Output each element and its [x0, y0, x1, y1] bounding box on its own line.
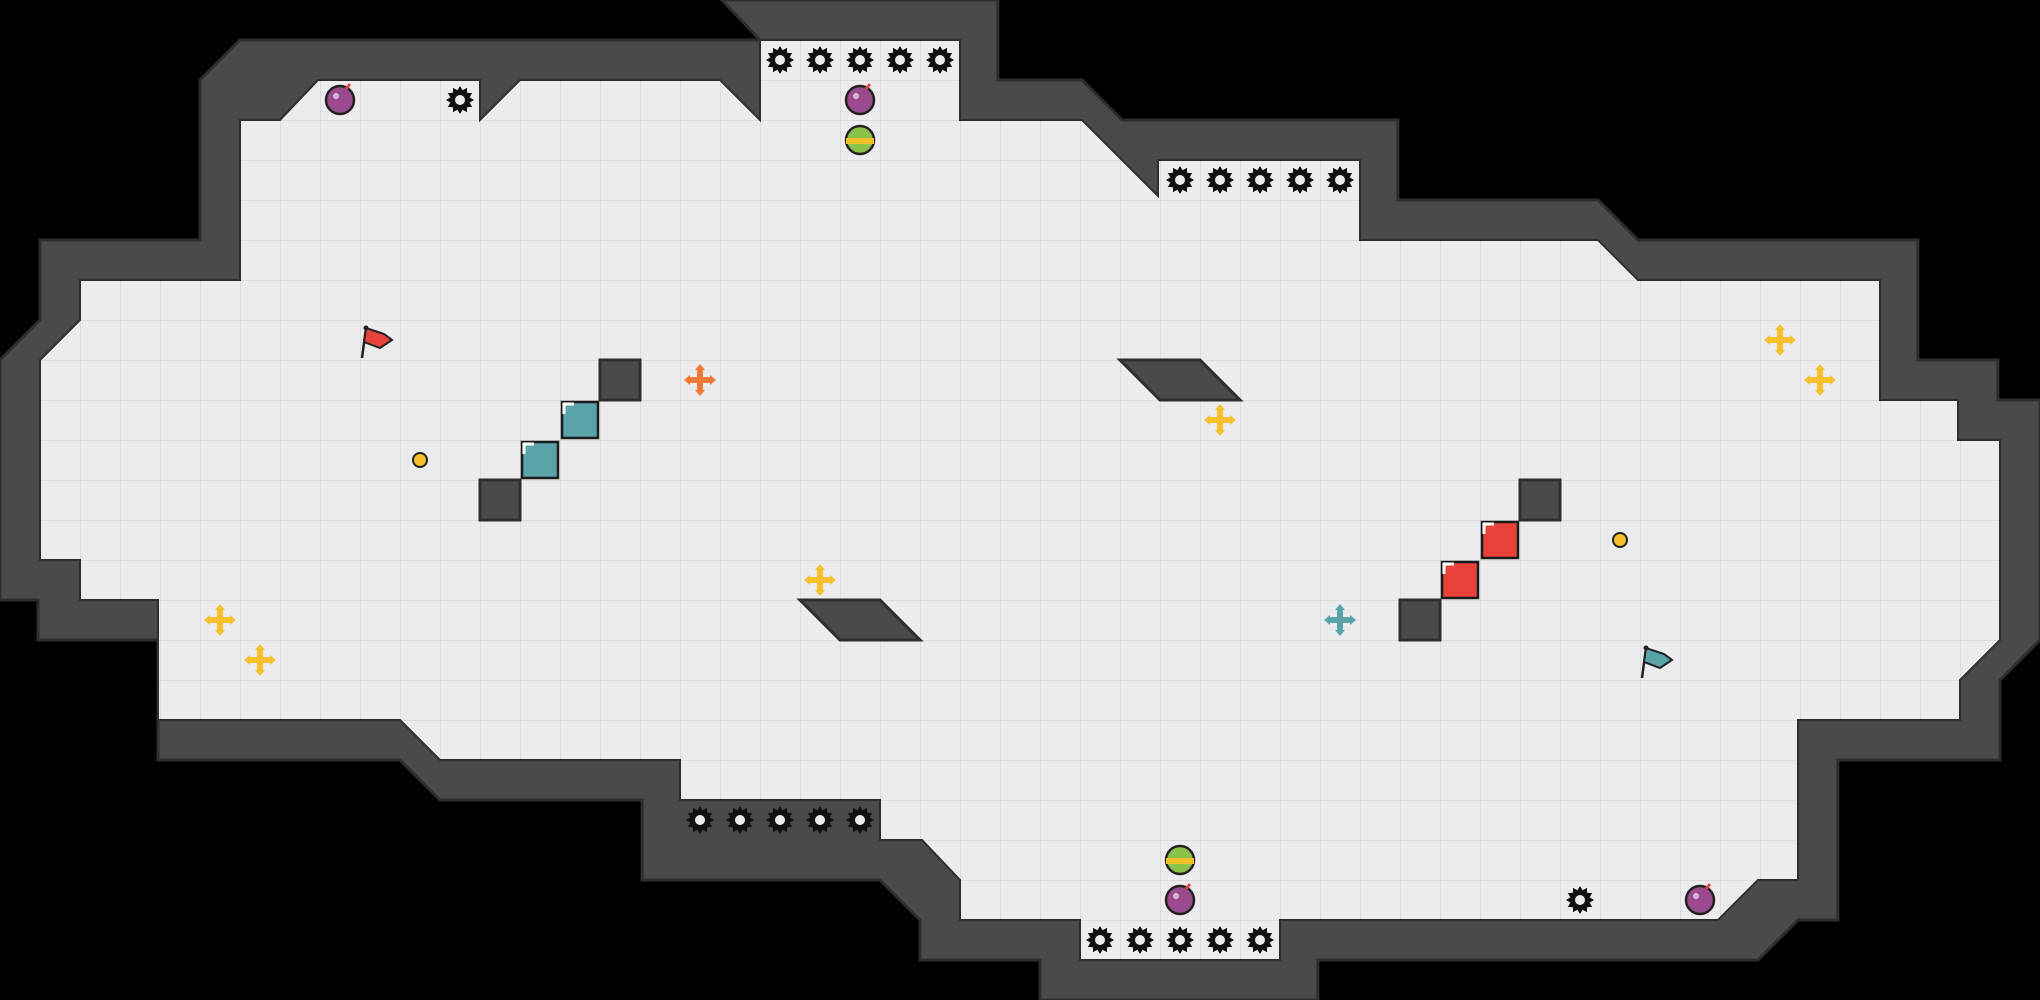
spike-icon [446, 86, 474, 114]
spike-icon [1166, 926, 1194, 954]
wall-diagonal [1116, 358, 1244, 402]
red-team-tile [1440, 560, 1480, 600]
spike-icon [886, 46, 914, 74]
portal-icon [412, 452, 428, 468]
portal-icon [1612, 532, 1628, 548]
powerup-icon [844, 124, 876, 156]
spike-icon [1166, 166, 1194, 194]
spike-icon [806, 46, 834, 74]
arena-floor [39, 39, 2001, 961]
red-boost-icon [684, 364, 716, 396]
spike-icon [846, 46, 874, 74]
boost-layer [204, 324, 1836, 676]
bomb-icon [324, 83, 356, 116]
spike-icon [846, 806, 874, 834]
spike-icon [1206, 166, 1234, 194]
spike-icon [766, 806, 794, 834]
blue-boost-icon [1324, 604, 1356, 636]
blue-team-tile [560, 400, 600, 440]
boost-icon [1804, 364, 1836, 396]
bomb-icon [1684, 883, 1716, 916]
spike-layer [446, 46, 1594, 954]
red-team-tile [1480, 520, 1520, 560]
boost-icon [204, 604, 236, 636]
spike-icon [1126, 926, 1154, 954]
spike-icon [686, 806, 714, 834]
spike-icon [1566, 886, 1594, 914]
bomb-icon [844, 83, 876, 116]
boost-icon [804, 564, 836, 596]
wall-block [1518, 478, 1562, 522]
spike-icon [1206, 926, 1234, 954]
powerup-layer [844, 124, 1196, 876]
spike-icon [1246, 926, 1274, 954]
boost-icon [244, 644, 276, 676]
red-flag-icon [360, 325, 394, 359]
wall-block [1398, 598, 1442, 642]
boost-icon [1204, 404, 1236, 436]
spike-icon [926, 46, 954, 74]
spike-icon [1086, 926, 1114, 954]
spike-icon [806, 806, 834, 834]
spike-icon [726, 806, 754, 834]
spike-icon [1326, 166, 1354, 194]
spike-icon [766, 46, 794, 74]
wall-block [598, 358, 642, 402]
bomb-layer [324, 83, 1716, 916]
wall-diagonal [796, 598, 924, 642]
blue-team-tile [520, 440, 560, 480]
bomb-icon [1164, 883, 1196, 916]
wall-block [478, 478, 522, 522]
spike-icon [1286, 166, 1314, 194]
blue-flag-icon [1640, 645, 1674, 679]
spike-icon [1246, 166, 1274, 194]
powerup-icon [1164, 844, 1196, 876]
boost-icon [1764, 324, 1796, 356]
